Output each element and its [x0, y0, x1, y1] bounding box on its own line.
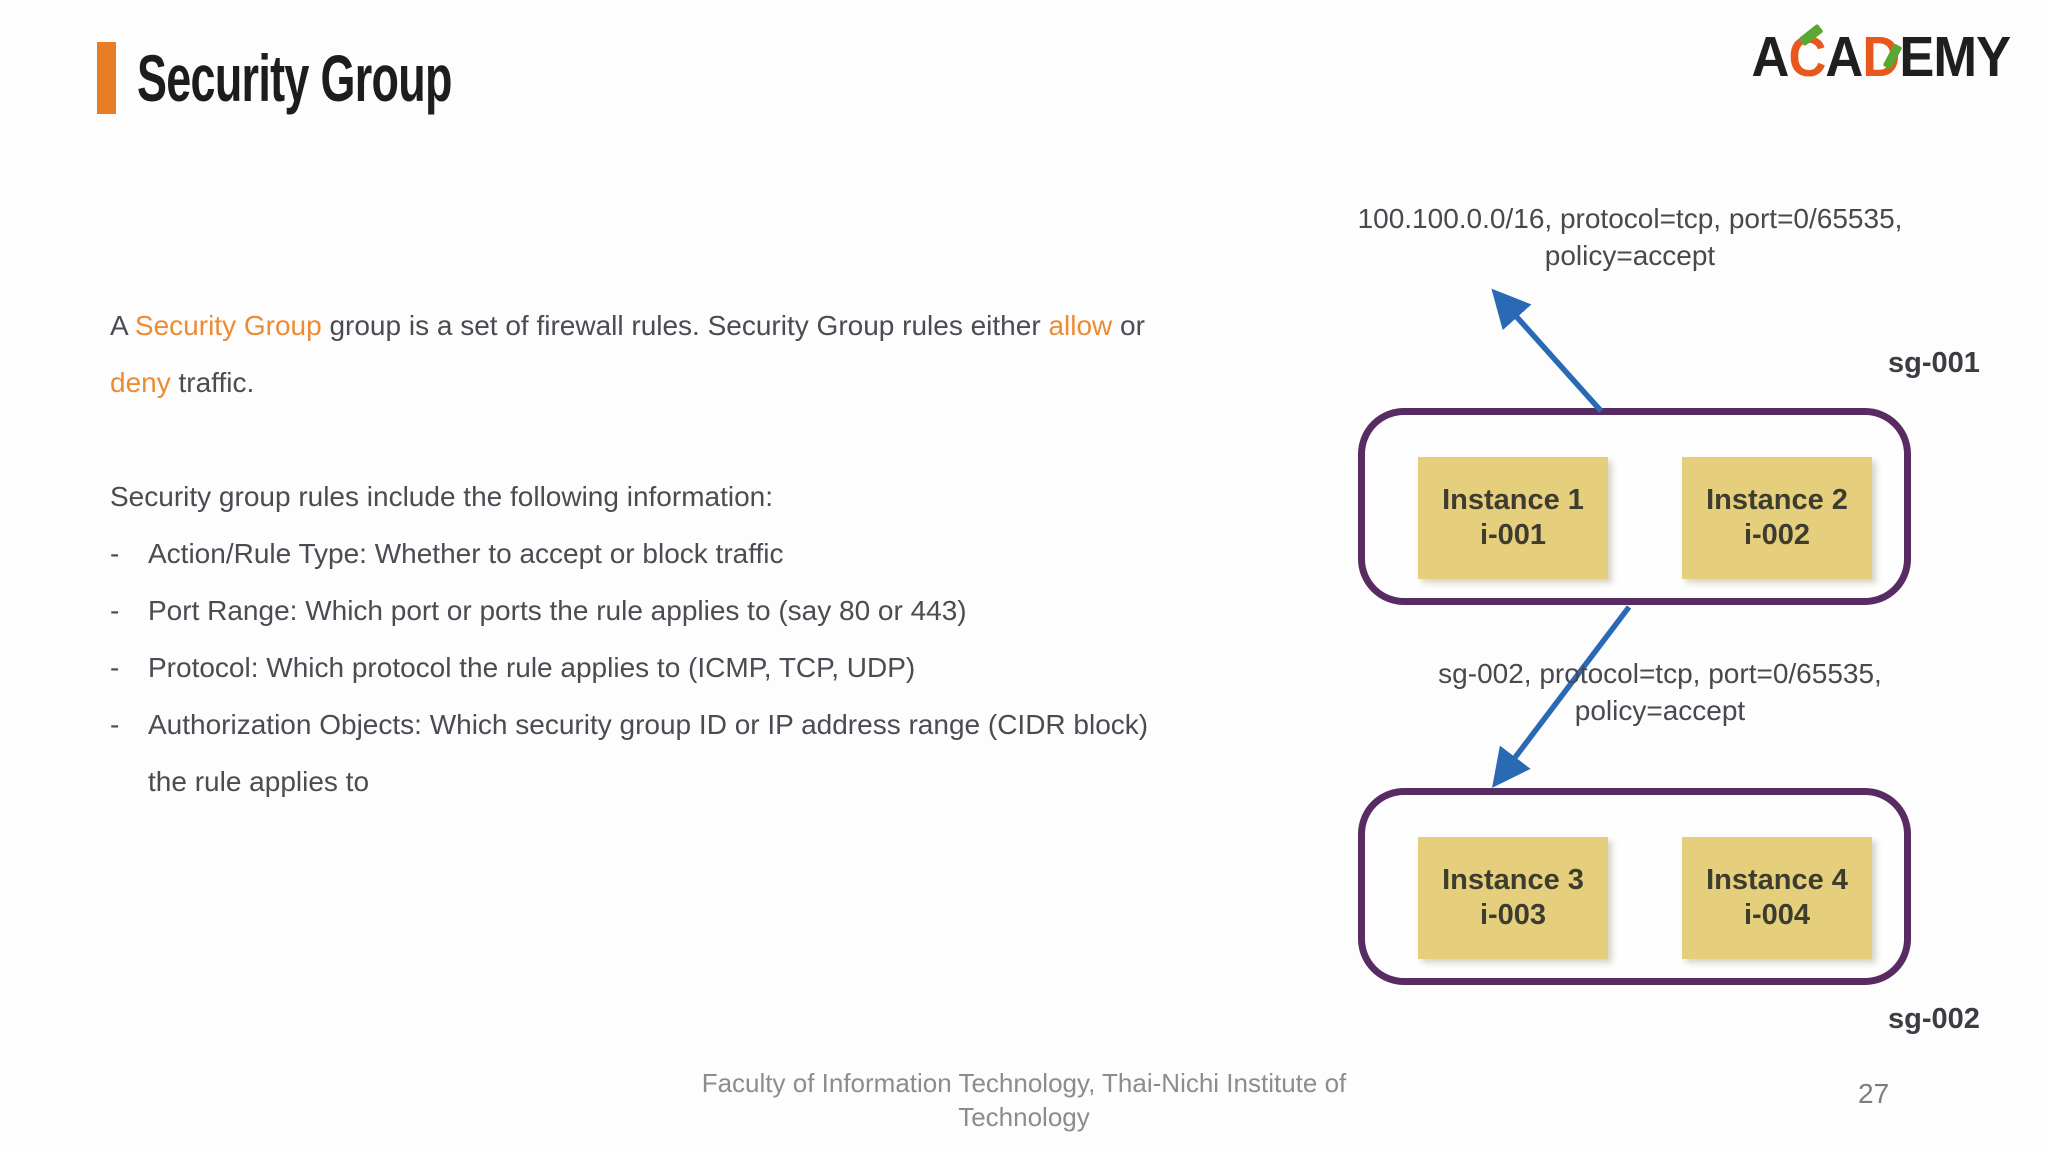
highlighted-text: Security Group [134, 310, 322, 341]
intro-paragraph: A Security Group group is a set of firew… [110, 297, 1330, 411]
bullet-text: Port Range: Which port or ports the rule… [148, 582, 967, 639]
text-run: traffic. [170, 367, 255, 398]
rules-bullet-list: -Action/Rule Type: Whether to accept or … [110, 525, 1350, 810]
bullet-marker: - [110, 709, 120, 740]
instance-box: Instance 3 i-003 [1418, 837, 1608, 959]
logo-letter: A [1751, 25, 1789, 89]
sg-001-label: sg-001 [1888, 347, 1980, 379]
bullet-text-line: the rule applies to [148, 766, 370, 797]
logo-letter: E [1899, 25, 1934, 89]
text-run: A [110, 310, 135, 341]
academy-logo: ACADEMY [1751, 24, 2011, 90]
security-group-box-sg002: Instance 3 i-003 Instance 4 i-004 [1358, 788, 1911, 985]
rules-list-intro: Security group rules include the followi… [110, 481, 774, 512]
rule-annotation-line: policy=accept [1544, 240, 1716, 271]
bullet-text-line: Action/Rule Type: Whether to accept or b… [148, 538, 784, 569]
rules-section: Security group rules include the followi… [110, 468, 1350, 810]
instance-id: i-004 [1743, 899, 1811, 931]
bullet-text-line: Port Range: Which port or ports the rule… [148, 595, 967, 626]
instance-id: i-003 [1479, 899, 1547, 931]
logo-letter: Y [1975, 25, 2011, 89]
footer-line: Technology [958, 1102, 1090, 1132]
instance-name: Instance 4 [1706, 864, 1848, 896]
bullet-item: -Port Range: Which port or ports the rul… [110, 582, 1350, 639]
bullet-text: Action/Rule Type: Whether to accept or b… [148, 525, 784, 582]
logo-letter: M [1933, 25, 1977, 89]
text-run: or [1112, 310, 1145, 341]
instance-box: Instance 1 i-001 [1418, 457, 1608, 579]
bullet-marker: - [110, 538, 120, 569]
bullet-text-line: Protocol: Which protocol the rule applie… [148, 652, 916, 683]
rule-annotation-line: 100.100.0.0/16, protocol=tcp, port=0/655… [1357, 203, 1903, 234]
rule-annotation-line: policy=accept [1574, 695, 1746, 726]
sg-002-label: sg-002 [1888, 1003, 1980, 1035]
instance-id: i-002 [1743, 519, 1811, 551]
instance-box: Instance 2 i-002 [1682, 457, 1872, 579]
rule-annotation-line: sg-002, protocol=tcp, port=0/65535, [1438, 658, 1882, 689]
bullet-text: Authorization Objects: Which security gr… [148, 696, 1148, 810]
rule-annotation-top: 100.100.0.0/16, protocol=tcp, port=0/655… [1340, 200, 1920, 274]
security-group-box-sg001: Instance 1 i-001 Instance 2 i-002 [1358, 408, 1911, 605]
instance-name: Instance 3 [1442, 864, 1584, 896]
text-run: group is a set of firewall rules. Securi… [321, 310, 1049, 341]
instance-name: Instance 1 [1442, 484, 1584, 516]
footer-line: Faculty of Information Technology, Thai-… [701, 1068, 1347, 1098]
bullet-marker: - [110, 595, 120, 626]
instance-name: Instance 2 [1706, 484, 1848, 516]
intro-line: A Security Group group is a set of firew… [110, 297, 1330, 354]
arrow-sg001-to-rule-icon [1491, 288, 1604, 413]
title-accent-bar [97, 42, 116, 114]
instance-box: Instance 4 i-004 [1682, 837, 1872, 959]
rule-annotation-mid: sg-002, protocol=tcp, port=0/65535, poli… [1380, 655, 1940, 729]
page-number: 27 [1858, 1078, 1890, 1109]
bullet-item: -Authorization Objects: Which security g… [110, 696, 1350, 810]
footer-text: Faculty of Information Technology, Thai-… [524, 1066, 1524, 1134]
logo-letter: A [1825, 25, 1863, 89]
bullet-text: Protocol: Which protocol the rule applie… [148, 639, 915, 696]
intro-line: deny traffic. [110, 354, 1330, 411]
bullet-text-line: Authorization Objects: Which security gr… [148, 709, 1149, 740]
bullet-item: -Protocol: Which protocol the rule appli… [110, 639, 1350, 696]
instance-id: i-001 [1479, 519, 1547, 551]
bullet-marker: - [110, 652, 120, 683]
bullet-item: -Action/Rule Type: Whether to accept or … [110, 525, 1350, 582]
highlighted-text: allow [1048, 310, 1113, 341]
page-title: Security Group [137, 41, 452, 115]
highlighted-text: deny [110, 367, 171, 398]
